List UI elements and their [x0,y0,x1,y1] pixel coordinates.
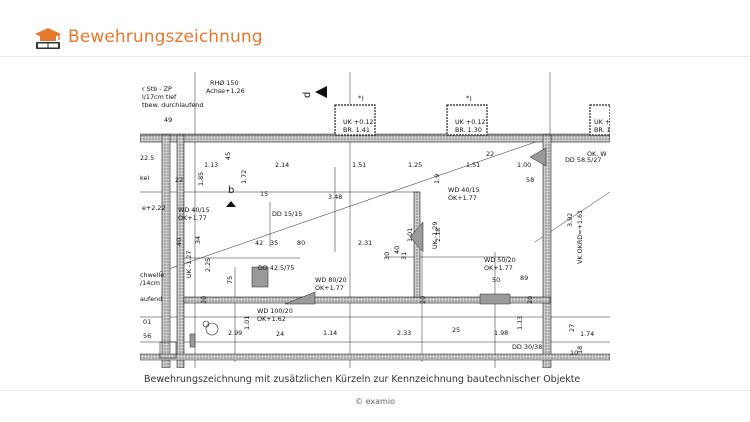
dim-34: 34 [194,236,202,244]
dim-20b: 20 [419,296,427,304]
dim-20c: 20 [526,296,534,304]
dim-15: 15 [260,190,268,198]
label-wd50b: OK+1.77 [484,264,513,272]
dim-40b: 40 [393,246,401,254]
dim-1-51b: 1.51 [466,161,480,169]
dim-40: 40 [175,238,183,246]
label-14cm: /14cm [140,279,160,287]
label-wd40a2: OK+1.77 [448,194,477,202]
label-stb3: tbew. durchlaufend [142,101,203,109]
label-uk2: UK +0.12 [455,118,485,126]
dim-2-14: 2.14 [275,161,289,169]
label-uk1: UK +0.12 [343,118,373,126]
dim-10: 10 [570,349,578,357]
label-wd100: WD 100/20 [257,307,293,315]
dim-80: 80 [297,239,305,247]
label-dd30: DD 30/38 [512,343,542,351]
label-wd50: WD 50/20 [484,256,516,264]
label-schwelle: chwelle [140,271,164,279]
label-p2-22: e+2.22 [142,204,166,212]
dim-49: 49 [164,116,172,124]
dim-1-00: 1.00 [517,161,531,169]
dim-30: 30 [383,252,391,260]
dim-25: 25 [452,326,460,334]
dim-22b: 22 [175,176,183,184]
label-dd15: DD 15/15 [272,210,302,218]
dim-3-48: 3.48 [328,193,342,201]
page-title: Bewehrungszeichnung [68,27,263,47]
label-b: b [228,185,234,196]
dim-1-01b: 1.01 [243,316,251,330]
label-dd42: DD 42.5/75 [258,264,294,272]
dim-35: 35 [270,239,278,247]
dim-22: 22 [486,150,494,158]
label-uk1-29: UK -1.29 [431,222,439,249]
dim-1-51a: 1.51 [352,161,366,169]
reinforcement-drawing: r Stb - ZP l/17cm tief tbew. durchlaufen… [140,72,610,368]
copyright-footer: © examio [355,397,395,406]
dim-56: 56 [143,332,151,340]
dim-1-98: 1.98 [494,329,508,337]
label-wd40b2: OK+1.77 [178,214,207,222]
dim-1-25: 1.25 [408,161,422,169]
label-wd40a: WD 40/15 [448,186,480,194]
label-wd100b: OK+1.62 [257,315,286,323]
label-rh: RHØ 150 [210,79,239,87]
label-star1: *) [358,94,364,102]
dim-1-85: 1.85 [197,172,205,186]
dim-1-01a: 1.01 [406,228,414,242]
dim-22-5: 22.5 [140,154,154,162]
label-wd80: WD 80/20 [315,276,347,284]
dim-2-33: 2.33 [397,329,411,337]
label-achse: Achse+1.26 [206,87,245,95]
dim-1-9: 1.9 [433,174,441,184]
label-br1: BR. 1.41 [343,126,370,134]
dim-3-92: 3.92 [566,213,574,227]
dim-2-99: 2.99 [228,329,242,337]
dim-20a: 20 [200,296,208,304]
dim-1-13: 1.13 [204,161,218,169]
dim-2-31: 2.31 [358,239,372,247]
dim-45: 45 [224,152,232,160]
dim-1-74: 1.74 [580,330,594,338]
dim-1-14: 1.14 [323,329,337,337]
label-stb2: l/17cm tief [142,93,177,101]
label-aufend: aufend [140,295,162,303]
label-wd40b: WD 40/15 [178,206,210,214]
label-br2: BR. 1.30 [455,126,482,134]
dim-1-13b: 1.13 [516,316,524,330]
label-d: d [302,92,313,98]
footer-divider [0,390,750,391]
graduation-cap-book-icon [35,28,61,49]
label-stb: r Stb - ZP [142,85,172,93]
label-dd58: DD 58.5/27 [565,156,601,164]
dim-27: 27 [568,324,576,332]
label-br3: BR. 1. [594,126,610,134]
label-uk3: UK +0.12 [594,118,610,126]
label-star2: *) [466,94,472,102]
dim-2-18: 2.18 [434,228,442,242]
label-wd80b: OK+1.77 [315,284,344,292]
dim-42: 42 [255,239,263,247]
label-kel: kel [140,174,149,182]
header-bar: Bewehrungszeichnung [0,0,750,57]
label-uk127: UK -1.27 [185,251,193,278]
figure-caption: Bewehrungszeichnung mit zusätzlichen Kür… [144,374,581,385]
drawing-svg: r Stb - ZP l/17cm tief tbew. durchlaufen… [140,72,610,368]
dim-50: 50 [492,276,500,284]
label-vk: VK OKRD=+1.61 [576,210,584,264]
label-ok-w: OK. W [587,150,607,158]
dim-58: 58 [526,176,534,184]
dim-75: 75 [226,276,234,284]
dim-1-72: 1.72 [240,170,248,184]
dim-18: 18 [576,346,584,354]
dim-24: 24 [276,330,284,338]
dim-31: 31 [400,252,408,260]
dim-89: 89 [520,274,528,282]
dim-01: 01 [143,318,151,326]
dim-2-25: 2.25 [204,258,212,272]
